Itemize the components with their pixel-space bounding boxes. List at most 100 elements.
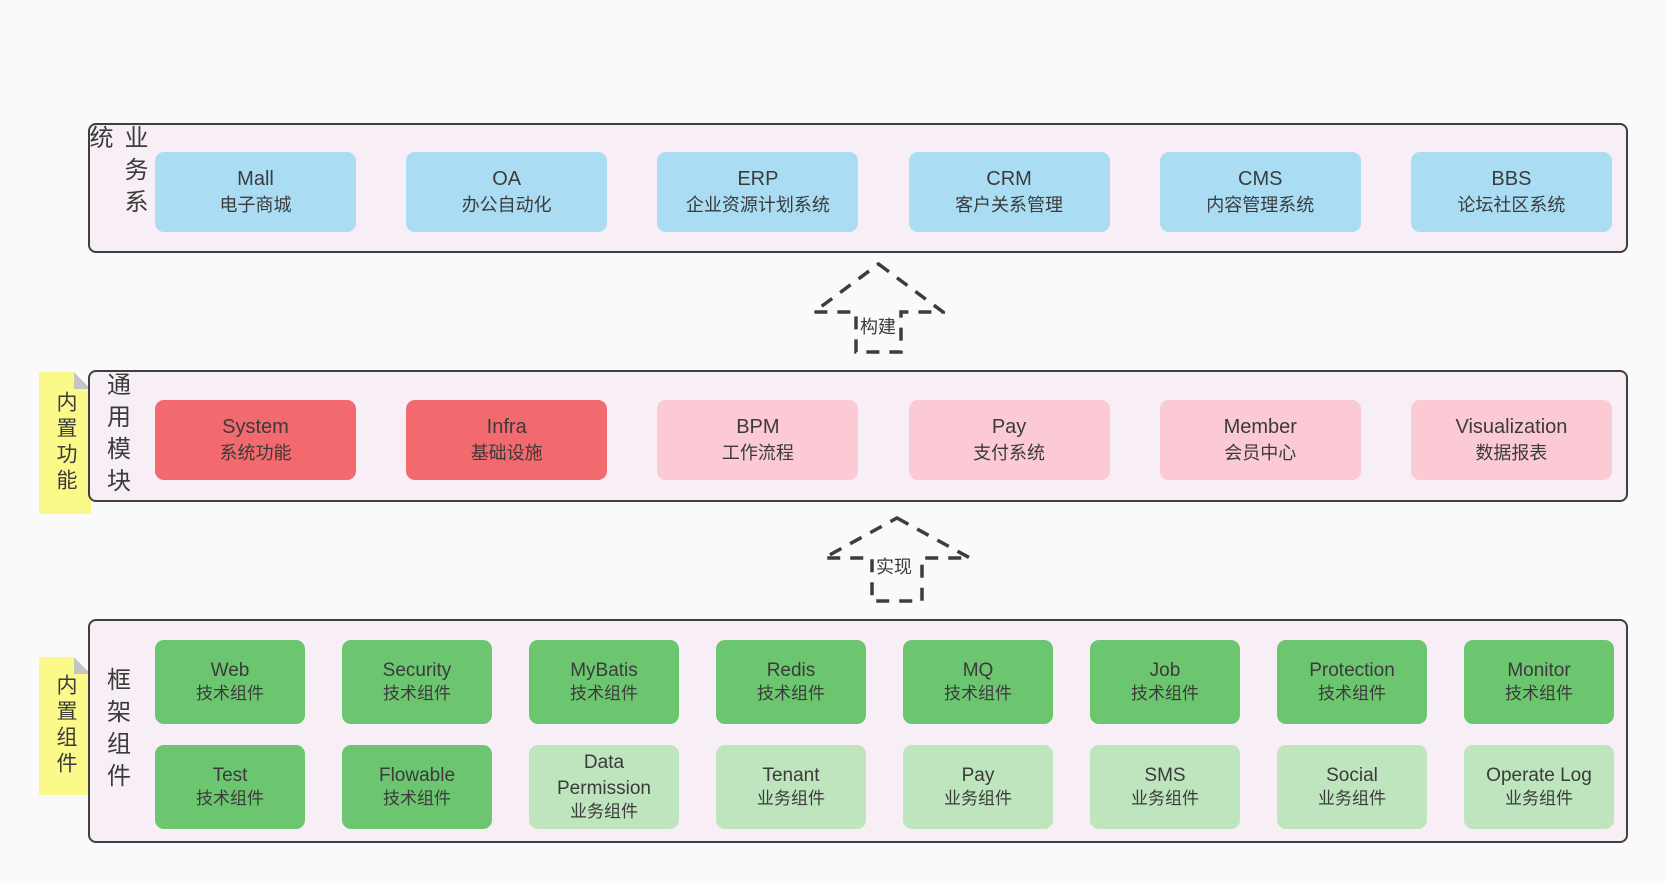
box-title: Test (212, 764, 248, 786)
tag-label: 内置功能 (54, 391, 77, 495)
box-title: Pay (961, 764, 995, 786)
box-title: Web (210, 659, 250, 681)
box-title: Data Permission (557, 751, 651, 799)
box-bbs: BBS 论坛社区系统 (1410, 152, 1612, 232)
box-subtitle: 内容管理系统 (1206, 195, 1315, 216)
dog-ear-fold-icon (74, 372, 91, 389)
box-mq: MQ 技术组件 (903, 640, 1053, 724)
box-subtitle: 技术组件 (383, 789, 451, 809)
modules-box-row: System 系统功能 Infra 基础设施 BPM 工作流程 Pay 支付系统… (155, 400, 1612, 480)
box-subtitle: 数据报表 (1475, 443, 1548, 464)
box-title: Redis (766, 659, 816, 681)
box-title: Protection (1309, 659, 1395, 681)
layer-label-modules: 通用模块 (102, 372, 130, 500)
box-title: Monitor (1507, 659, 1571, 681)
box-subtitle: 办公自动化 (461, 195, 552, 216)
box-mybatis: MyBatis 技术组件 (529, 640, 679, 724)
box-test: Test 技术组件 (155, 745, 305, 829)
box-title: System (222, 416, 289, 439)
layer-label-components: 框架组件 (102, 667, 130, 795)
box-subtitle: 业务组件 (757, 789, 825, 809)
box-operate-log: Operate Log 业务组件 (1464, 745, 1614, 829)
layer-common-modules: 通用模块 System 系统功能 Infra 基础设施 BPM 工作流程 Pay… (88, 370, 1628, 502)
box-subtitle: 技术组件 (570, 684, 638, 704)
implement-arrow-icon: 实现 (822, 516, 972, 603)
box-title: Security (382, 659, 452, 681)
build-arrow-icon: 构建 (812, 262, 945, 354)
box-infra: Infra 基础设施 (406, 400, 608, 480)
layer-label-business: 业务系统 (85, 125, 147, 221)
box-cms: CMS 内容管理系统 (1159, 152, 1361, 232)
box-subtitle: 工作流程 (721, 443, 794, 464)
box-subtitle: 支付系统 (973, 443, 1046, 464)
box-title: Infra (486, 416, 527, 439)
box-title: Social (1326, 764, 1378, 786)
box-social: Social 业务组件 (1277, 745, 1427, 829)
build-arrow-label: 构建 (858, 313, 898, 339)
box-subtitle: 业务组件 (1318, 789, 1386, 809)
box-title: BPM (736, 416, 780, 439)
box-title: Visualization (1455, 416, 1568, 439)
box-subtitle: 电子商城 (219, 195, 292, 216)
box-security: Security 技术组件 (342, 640, 492, 724)
box-title: Job (1149, 659, 1181, 681)
box-redis: Redis 技术组件 (716, 640, 866, 724)
components-grid: Web 技术组件 Security 技术组件 MyBatis 技术组件 Redi… (155, 640, 1614, 829)
box-subtitle: 业务组件 (1505, 789, 1573, 809)
business-box-row: Mall 电子商城 OA 办公自动化 ERP 企业资源计划系统 CRM 客户关系… (155, 152, 1612, 232)
box-title: Pay (991, 416, 1027, 439)
box-member: Member 会员中心 (1159, 400, 1361, 480)
box-title: SMS (1144, 764, 1186, 786)
box-subtitle: 技术组件 (1505, 684, 1573, 704)
box-subtitle: 技术组件 (1318, 684, 1386, 704)
box-web: Web 技术组件 (155, 640, 305, 724)
box-pay-component: Pay 业务组件 (903, 745, 1053, 829)
box-data-permission: Data Permission 业务组件 (529, 745, 679, 829)
box-title: Mall (237, 168, 274, 191)
box-subtitle: 企业资源计划系统 (685, 195, 830, 216)
box-crm: CRM 客户关系管理 (908, 152, 1110, 232)
layer-business-systems: 业务系统 Mall 电子商城 OA 办公自动化 ERP 企业资源计划系统 CRM… (85, 123, 1628, 253)
box-title: OA (492, 168, 522, 191)
box-mall: Mall 电子商城 (155, 152, 356, 232)
tag-built-in-features: 内置功能 (39, 372, 91, 514)
box-title: Member (1223, 416, 1297, 439)
box-title: Operate Log (1486, 764, 1592, 786)
box-subtitle: 客户关系管理 (955, 195, 1064, 216)
box-subtitle: 技术组件 (196, 789, 264, 809)
tag-label: 内置组件 (54, 674, 77, 778)
box-title: CMS (1238, 168, 1283, 191)
box-title: MQ (962, 659, 994, 681)
box-subtitle: 技术组件 (196, 684, 264, 704)
layer-framework-components: 框架组件 Web 技术组件 Security 技术组件 MyBatis 技术组件… (88, 619, 1628, 843)
box-subtitle: 技术组件 (757, 684, 825, 704)
box-pay-module: Pay 支付系统 (908, 400, 1110, 480)
box-subtitle: 业务组件 (570, 802, 638, 822)
box-bpm: BPM 工作流程 (657, 400, 859, 480)
implement-arrow-label: 实现 (874, 553, 914, 579)
box-subtitle: 业务组件 (944, 789, 1012, 809)
tag-built-in-components: 内置组件 (39, 657, 91, 795)
box-subtitle: 论坛社区系统 (1457, 195, 1566, 216)
box-job: Job 技术组件 (1090, 640, 1240, 724)
box-subtitle: 业务组件 (1131, 789, 1199, 809)
box-title: ERP (737, 168, 779, 191)
box-title: MyBatis (570, 659, 638, 681)
box-system: System 系统功能 (155, 400, 356, 480)
box-subtitle: 基础设施 (470, 443, 543, 464)
box-sms: SMS 业务组件 (1090, 745, 1240, 829)
dog-ear-fold-icon (74, 657, 91, 674)
box-title: CRM (986, 168, 1032, 191)
box-subtitle: 技术组件 (944, 684, 1012, 704)
box-subtitle: 会员中心 (1224, 443, 1297, 464)
box-protection: Protection 技术组件 (1277, 640, 1427, 724)
box-oa: OA 办公自动化 (406, 152, 608, 232)
box-flowable: Flowable 技术组件 (342, 745, 492, 829)
box-subtitle: 系统功能 (219, 443, 292, 464)
box-subtitle: 技术组件 (1131, 684, 1199, 704)
box-monitor: Monitor 技术组件 (1464, 640, 1614, 724)
box-title: Flowable (378, 764, 456, 786)
box-title: Tenant (762, 764, 820, 786)
box-subtitle: 技术组件 (383, 684, 451, 704)
